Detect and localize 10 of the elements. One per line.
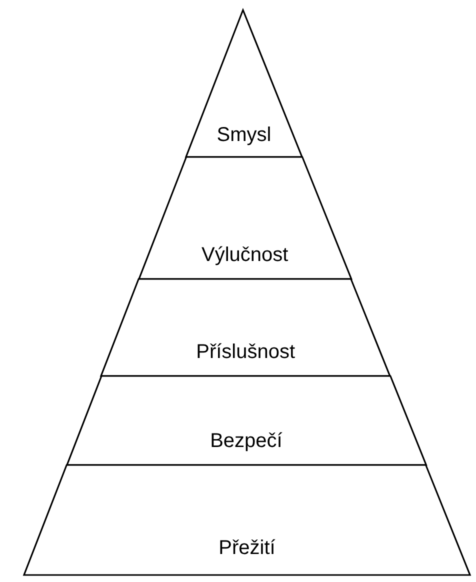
- pyramid-level: [186, 10, 302, 157]
- pyramid-level: [66, 376, 426, 465]
- level-label: Přežití: [218, 536, 276, 560]
- pyramid-level: [24, 465, 470, 575]
- pyramid-level: [101, 279, 390, 376]
- level-label: Výlučnost: [200, 243, 290, 267]
- level-label: Bezpečí: [209, 429, 284, 453]
- level-label: Smysl: [216, 123, 272, 147]
- pyramid-level: [138, 157, 352, 279]
- level-label: Příslušnost: [195, 340, 296, 364]
